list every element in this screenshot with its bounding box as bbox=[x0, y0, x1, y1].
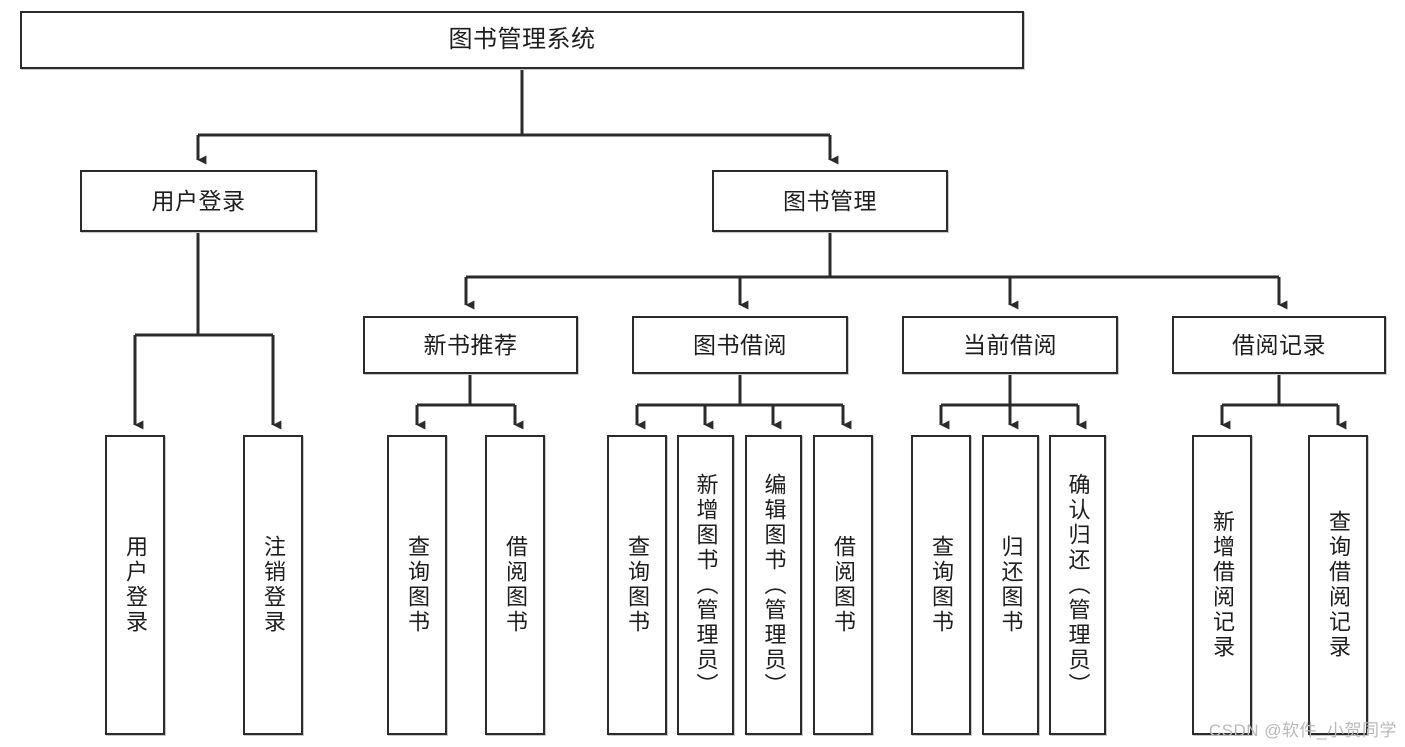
node-book-borrow[interactable]: 图书借阅 bbox=[632, 316, 848, 374]
node-root-label: 图书管理系统 bbox=[448, 26, 596, 54]
edge-newbook-to-leaves bbox=[415, 374, 524, 430]
edge-root-to-level2 bbox=[196, 69, 839, 165]
node-leaf-user-login[interactable]: 用户登录 bbox=[105, 435, 165, 735]
node-book-borrow-label: 图书借阅 bbox=[693, 331, 787, 358]
node-current-borrow-label: 当前借阅 bbox=[963, 331, 1057, 358]
edge-userlogin-to-leaves bbox=[133, 233, 282, 430]
node-leaf-query-borrow-record[interactable]: 查询借阅记录 bbox=[1308, 435, 1368, 735]
node-leaf-logout[interactable]: 注销登录 bbox=[243, 435, 303, 735]
node-current-borrow[interactable]: 当前借阅 bbox=[902, 316, 1118, 374]
node-leaf-query-book-recommend[interactable]: 查询图书 bbox=[387, 435, 447, 735]
edge-borrowrecord-to-leaves bbox=[1220, 374, 1347, 430]
node-leaf-edit-book-label: 编辑图书（管理员） bbox=[761, 472, 787, 698]
node-leaf-query-book-borrow-label: 查询图书 bbox=[625, 535, 650, 635]
node-user-login-label: 用户登录 bbox=[151, 187, 246, 214]
node-leaf-query-book-borrow[interactable]: 查询图书 bbox=[607, 435, 667, 735]
node-borrow-record-label: 借阅记录 bbox=[1232, 331, 1326, 358]
node-leaf-query-book-current-label: 查询图书 bbox=[929, 535, 954, 635]
node-new-book-recommend[interactable]: 新书推荐 bbox=[363, 316, 578, 374]
edge-bookmgmt-to-level3 bbox=[464, 233, 1288, 310]
node-leaf-confirm-return-label: 确认归还（管理员） bbox=[1065, 472, 1091, 698]
node-leaf-add-borrow-record-label: 新增借阅记录 bbox=[1210, 510, 1235, 660]
node-leaf-add-book-label: 新增图书（管理员） bbox=[693, 472, 719, 698]
node-leaf-borrow-book[interactable]: 借阅图书 bbox=[813, 435, 873, 735]
node-book-management-label: 图书管理 bbox=[783, 187, 877, 214]
node-leaf-borrow-book-recommend[interactable]: 借阅图书 bbox=[485, 435, 545, 735]
node-book-management[interactable]: 图书管理 bbox=[712, 170, 948, 232]
node-leaf-query-borrow-record-label: 查询借阅记录 bbox=[1326, 510, 1351, 660]
node-leaf-query-book-current[interactable]: 查询图书 bbox=[911, 435, 971, 735]
node-root[interactable]: 图书管理系统 bbox=[20, 11, 1024, 69]
node-leaf-query-book-recommend-label: 查询图书 bbox=[405, 535, 430, 635]
node-leaf-return-book-label: 归还图书 bbox=[998, 535, 1024, 635]
node-leaf-add-book[interactable]: 新增图书（管理员） bbox=[677, 435, 734, 735]
edge-currentborrow-to-leaves bbox=[939, 374, 1087, 430]
node-leaf-confirm-return[interactable]: 确认归还（管理员） bbox=[1049, 435, 1106, 735]
node-leaf-borrow-book-label: 借阅图书 bbox=[831, 535, 856, 635]
node-leaf-return-book[interactable]: 归还图书 bbox=[982, 435, 1039, 735]
node-new-book-recommend-label: 新书推荐 bbox=[423, 331, 518, 358]
node-leaf-edit-book[interactable]: 编辑图书（管理员） bbox=[745, 435, 802, 735]
node-leaf-user-login-label: 用户登录 bbox=[123, 535, 148, 635]
node-leaf-add-borrow-record[interactable]: 新增借阅记录 bbox=[1192, 435, 1252, 735]
node-leaf-logout-label: 注销登录 bbox=[261, 535, 286, 635]
edge-bookborrow-to-leaves bbox=[635, 374, 852, 430]
node-leaf-borrow-book-recommend-label: 借阅图书 bbox=[503, 535, 528, 635]
node-borrow-record[interactable]: 借阅记录 bbox=[1172, 316, 1386, 374]
node-user-login[interactable]: 用户登录 bbox=[80, 170, 317, 232]
